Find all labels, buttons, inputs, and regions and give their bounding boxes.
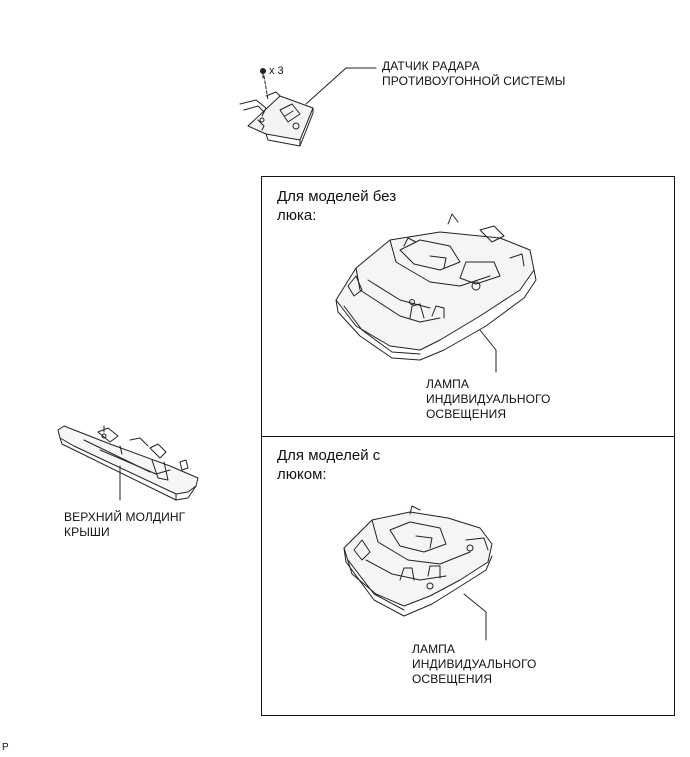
roof-molding-label: ВЕРХНИЙ МОЛДИНГ КРЫШИ [64,510,186,539]
panel-with-sunroof [261,436,675,716]
lamp-no-sunroof-leader-line [479,329,497,373]
lamp-no-sunroof-part [335,213,537,361]
panel-without-sunroof-heading: Для моделей без люка: [277,188,397,224]
screw-quantity: x 3 [269,65,284,77]
radar-leader-line [305,67,377,105]
roof-molding-part [57,425,199,501]
lamp-no-sunroof-label: ЛАМПА ИНДИВИДУАЛЬНОГО ОСВЕЩЕНИЯ [426,377,551,421]
panel-with-sunroof-heading: Для моделей с люком: [277,447,381,483]
lamp-sunroof-part [343,505,493,617]
radar-sensor-part [239,75,314,147]
lamp-sunroof-label: ЛАМПА ИНДИВИДУАЛЬНОГО ОСВЕЩЕНИЯ [412,642,537,686]
radar-sensor-label: ДАТЧИК РАДАРА ПРОТИВОУГОННОЙ СИСТЕМЫ [382,59,566,88]
lamp-sunroof-leader-line [463,593,487,641]
corner-mark: P [2,742,9,753]
screw-icon [260,68,266,79]
